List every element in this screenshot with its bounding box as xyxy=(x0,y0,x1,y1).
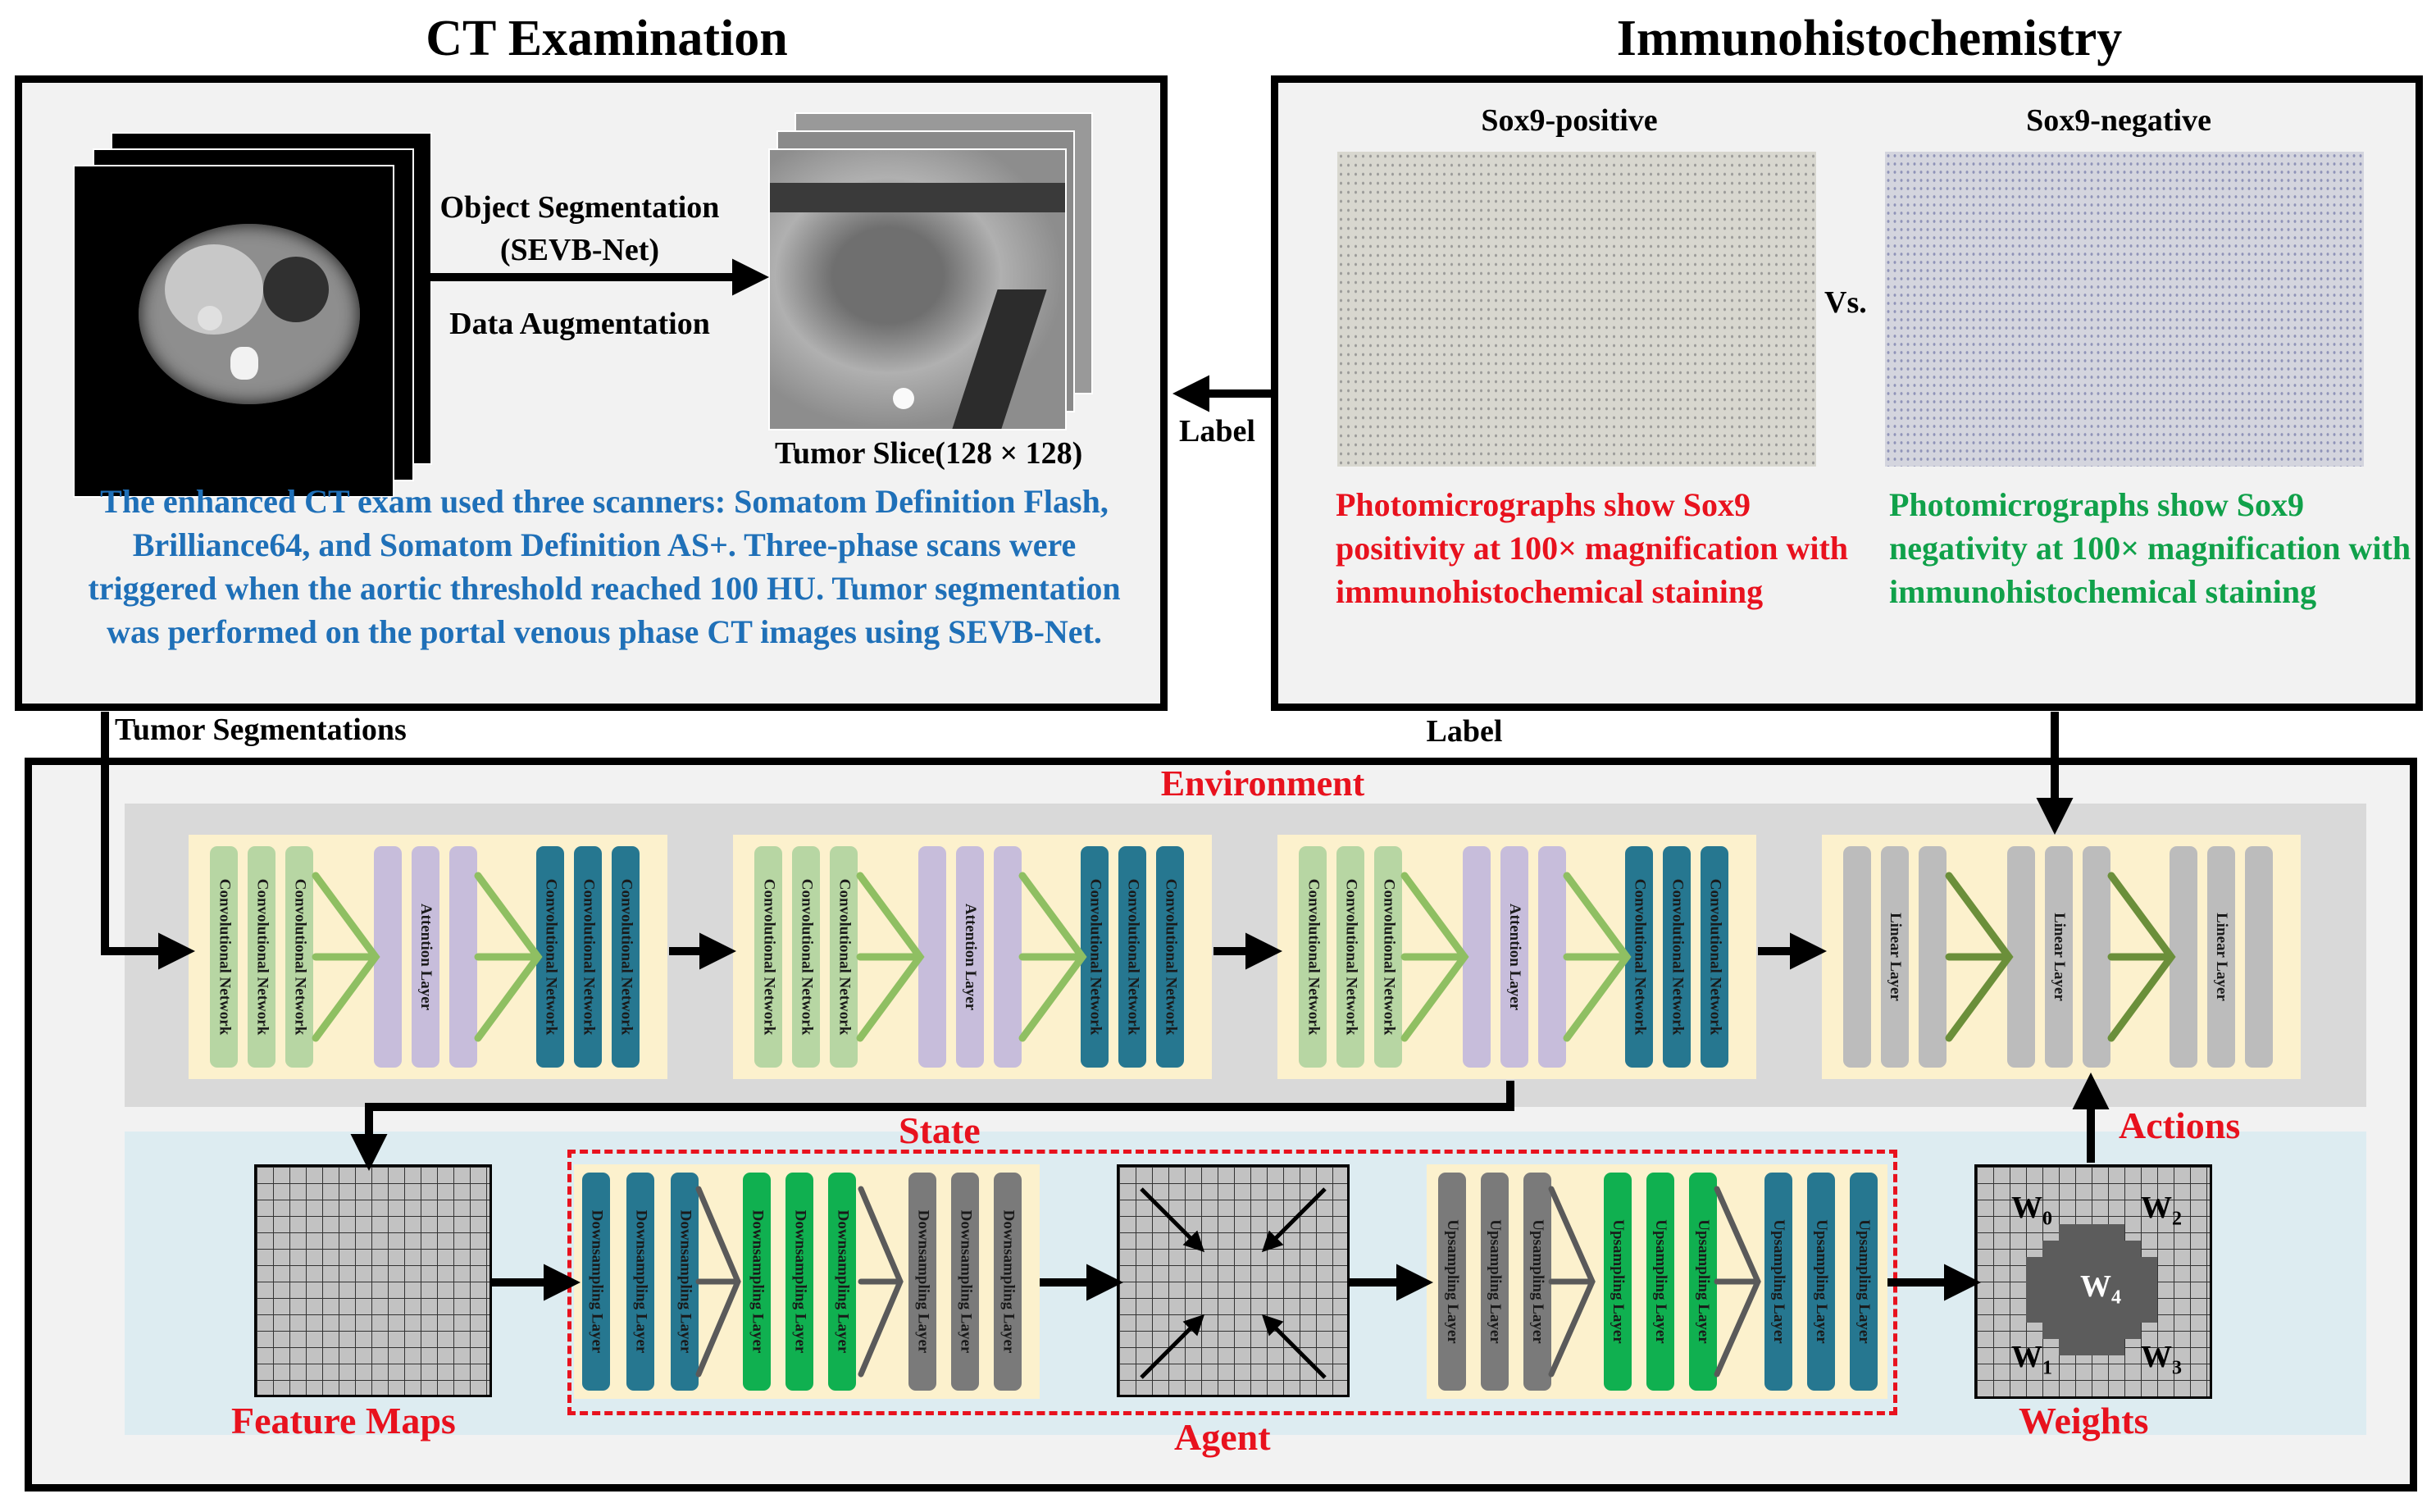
sox9-positive-micrograph xyxy=(1337,152,1816,467)
conv-bar: Convolutional Network xyxy=(1663,846,1691,1068)
downsampling-bar: Downsampling Layer xyxy=(908,1173,936,1391)
conv-bar: Convolutional Network xyxy=(830,846,858,1068)
weights-label: Weights xyxy=(2019,1400,2149,1441)
upsampling-bar: Upsampling Layer xyxy=(1850,1173,1878,1391)
step-data-augmentation: Data Augmentation xyxy=(449,307,710,341)
downsampling-bar: Downsampling Layer xyxy=(671,1173,699,1391)
linear-bar xyxy=(1919,846,1947,1068)
upsampling-bar: Upsampling Layer xyxy=(1764,1173,1792,1391)
weight-w1: W1 xyxy=(2011,1340,2052,1379)
step-sevb-net: (SEVB-Net) xyxy=(499,233,660,267)
linear-bar: Linear Layer xyxy=(1881,846,1909,1068)
conv-bar: Convolutional Network xyxy=(792,846,820,1068)
upsampling-block: Upsampling Layer Upsampling Layer Upsamp… xyxy=(1427,1164,1887,1399)
attention-bar xyxy=(1538,846,1566,1068)
conv-bar: Convolutional Network xyxy=(1156,846,1184,1068)
immunohistochemistry-box: Sox9-positive Sox9-negative Vs. Photomic… xyxy=(1271,75,2423,711)
upsampling-bar: Upsampling Layer xyxy=(1438,1173,1466,1391)
downsampling-block: Downsampling Layer Downsampling Layer Do… xyxy=(574,1164,1040,1399)
linear-bar xyxy=(2083,846,2110,1068)
flow-arrows xyxy=(101,258,2110,1301)
environment-title: Environment xyxy=(1160,763,1365,804)
state-label: State xyxy=(899,1109,981,1151)
env-block-linear: Linear Layer Linear Layer Linear Layer xyxy=(1822,835,2301,1079)
conv-bar: Convolutional Network xyxy=(1374,846,1402,1068)
ct-slice-image xyxy=(73,165,394,498)
downsampling-bar: Downsampling Layer xyxy=(951,1173,979,1391)
weight-w4: W4 xyxy=(2080,1269,2121,1309)
sox9-positive-caption: Photomicrographs show Sox9 positivity at… xyxy=(1336,486,1849,610)
upsampling-bar: Upsampling Layer xyxy=(1689,1173,1717,1391)
agent-internal-arrows xyxy=(1140,1187,1327,1379)
weights-grid: W0 W2 W4 W1 W3 xyxy=(1974,1164,2212,1399)
linear-bar xyxy=(2245,846,2273,1068)
downsampling-bar: Downsampling Layer xyxy=(582,1173,610,1391)
sox9-positive-title: Sox9-positive xyxy=(1481,103,1658,138)
downsampling-bar: Downsampling Layer xyxy=(785,1173,813,1391)
attention-bar: Attention Layer xyxy=(956,846,984,1068)
conv-bar: Convolutional Network xyxy=(285,846,313,1068)
sox9-negative-caption: Photomicrographs show Sox9 negativity at… xyxy=(1889,486,2411,610)
tumor-segmentations-label: Tumor Segmentations xyxy=(115,713,407,747)
label-arrow-left-text: Label xyxy=(1179,414,1255,449)
env-block-1: Convolutional Network Convolutional Netw… xyxy=(189,835,667,1079)
downsampling-bar: Downsampling Layer xyxy=(743,1173,771,1391)
ct-description: The enhanced CT exam used three scanners… xyxy=(88,483,1121,650)
feature-maps-grid xyxy=(254,1164,492,1397)
agent-label: Agent xyxy=(1174,1416,1271,1458)
weight-w3: W3 xyxy=(2141,1340,2182,1379)
linear-bar xyxy=(1843,846,1871,1068)
weight-w0: W0 xyxy=(2011,1191,2052,1230)
conv-bar: Convolutional Network xyxy=(1299,846,1327,1068)
conv-bar: Convolutional Network xyxy=(248,846,275,1068)
linear-bar: Linear Layer xyxy=(2045,846,2073,1068)
tumor-segmentations-arrow xyxy=(101,712,195,970)
label-arrow-down-text: Label xyxy=(1426,714,1503,749)
downsampling-bar: Downsampling Layer xyxy=(626,1173,654,1391)
conv-bar: Convolutional Network xyxy=(1701,846,1728,1068)
upsampling-bar: Upsampling Layer xyxy=(1646,1173,1674,1391)
conv-bar: Convolutional Network xyxy=(210,846,238,1068)
actions-label: Actions xyxy=(2119,1104,2241,1146)
conv-bar: Convolutional Network xyxy=(1118,846,1146,1068)
linear-bar: Linear Layer xyxy=(2207,846,2235,1068)
conv-bar: Convolutional Network xyxy=(574,846,602,1068)
upsampling-bar: Upsampling Layer xyxy=(1807,1173,1835,1391)
sox9-negative-micrograph xyxy=(1885,152,2364,467)
upsampling-bar: Upsampling Layer xyxy=(1523,1173,1551,1391)
feature-maps-label: Feature Maps xyxy=(231,1400,456,1441)
conv-bar: Convolutional Network xyxy=(754,846,782,1068)
vs-label: Vs. xyxy=(1824,285,1867,320)
step-object-segmentation: Object Segmentation xyxy=(439,190,720,225)
attention-bar: Attention Layer xyxy=(1500,846,1528,1068)
attention-to-feature-arrow xyxy=(350,1081,1514,1171)
ct-examination-box: Object Segmentation (SEVB-Net) Data Augm… xyxy=(15,75,1168,711)
attention-bar xyxy=(449,846,477,1068)
tumor-slice-image xyxy=(768,148,1067,430)
ct-section-title: CT Examination xyxy=(426,11,788,66)
sox9-negative-title: Sox9-negative xyxy=(2026,103,2211,138)
weight-w2: W2 xyxy=(2141,1191,2182,1230)
env-block-3: Convolutional Network Convolutional Netw… xyxy=(1277,835,1756,1079)
conv-bar: Convolutional Network xyxy=(612,846,640,1068)
attention-bar xyxy=(994,846,1022,1068)
upsampling-bar: Upsampling Layer xyxy=(1604,1173,1632,1391)
upsampling-bar: Upsampling Layer xyxy=(1481,1173,1509,1391)
attention-bar: Attention Layer xyxy=(412,846,439,1068)
conv-bar: Convolutional Network xyxy=(1336,846,1364,1068)
env-block-2: Convolutional Network Convolutional Netw… xyxy=(733,835,1212,1079)
downsampling-bar: Downsampling Layer xyxy=(828,1173,856,1391)
ihc-section-title: Immunohistochemistry xyxy=(1616,11,2123,66)
tumor-slice-label: Tumor Slice(128 × 128) xyxy=(775,436,1083,471)
downsampling-bar: Downsampling Layer xyxy=(994,1173,1022,1391)
ct-slice-label: CT Slice(512 × 512) xyxy=(94,441,355,476)
env-funnels xyxy=(312,872,2176,1378)
